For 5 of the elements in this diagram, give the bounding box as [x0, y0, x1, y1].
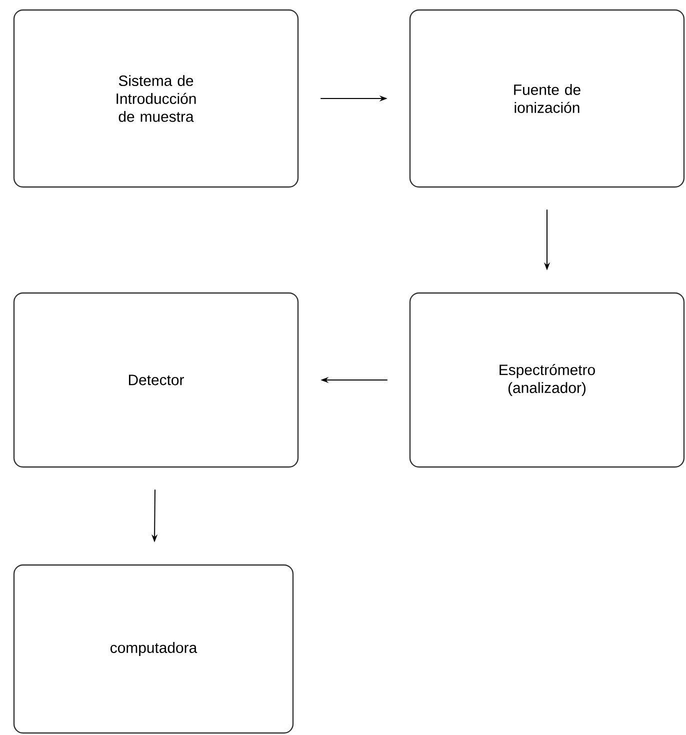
process-box: Sistema de Introducción de muestra	[13, 9, 299, 188]
process-box: Fuente de ionización	[409, 9, 685, 188]
process-box: Espectrómetro (analizador)	[409, 292, 685, 468]
process-box: Detector	[13, 292, 299, 468]
process-box: computadora	[13, 564, 294, 734]
